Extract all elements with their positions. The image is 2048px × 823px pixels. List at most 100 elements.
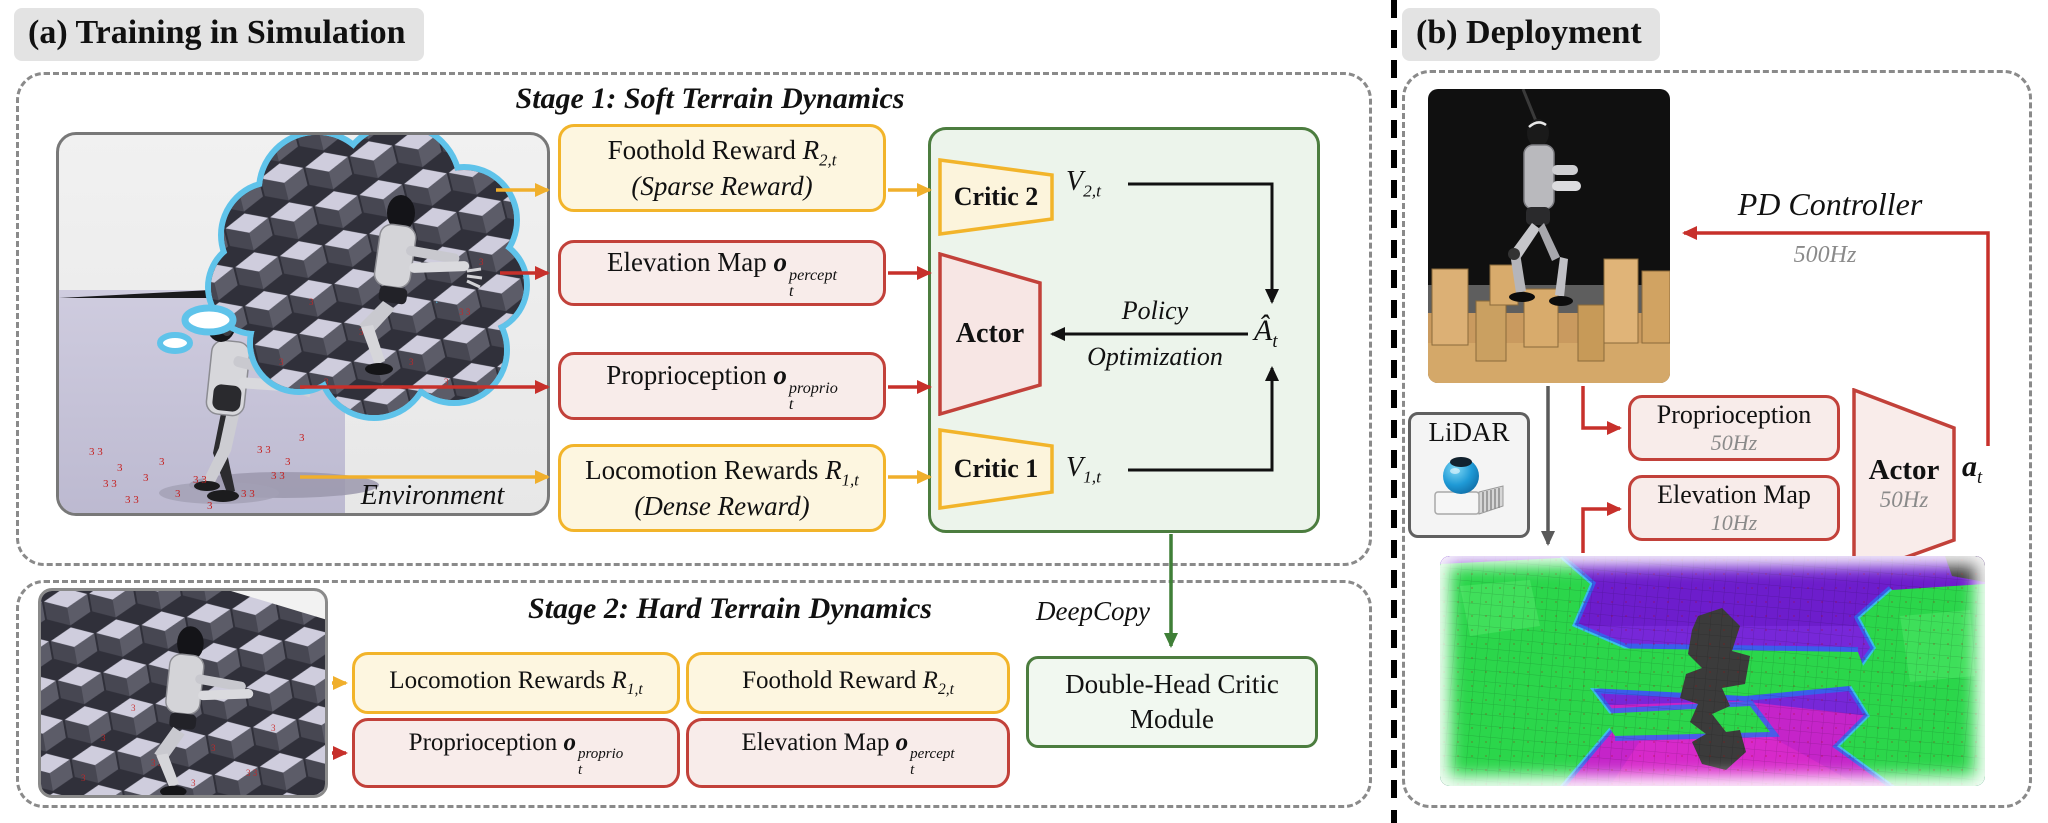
deepcopy-label: DeepCopy <box>1036 596 1150 626</box>
deploy-elevation-rate: 10Hz <box>1710 510 1758 536</box>
svg-text:3: 3 <box>285 456 291 468</box>
robot-photo-figure <box>1508 119 1581 306</box>
svg-text:3 3: 3 3 <box>459 307 471 317</box>
svg-text:3: 3 <box>444 377 449 387</box>
svg-text:3: 3 <box>279 357 284 367</box>
svg-text:3 3: 3 3 <box>151 758 163 768</box>
robot-in-bubble <box>359 195 483 375</box>
panel-a-header: (a) Training in Simulation <box>14 8 424 61</box>
svg-text:3 3: 3 3 <box>125 494 139 506</box>
lidar-label: LiDAR <box>1428 417 1510 447</box>
foothold-reward-box: Foothold Reward R2,t (Sparse Reward) <box>558 124 886 212</box>
stage2-locomotion-box: Locomotion Rewards R1,t <box>352 652 680 714</box>
critic1-shape <box>938 428 1054 510</box>
v2-value-label: V2,t <box>1066 166 1101 201</box>
svg-text:3 3: 3 3 <box>241 488 255 500</box>
svg-text:3 3: 3 3 <box>103 478 117 490</box>
advantage-label: Ât <box>1254 314 1278 352</box>
lidar-box: LiDAR <box>1408 412 1530 538</box>
svg-text:3 3: 3 3 <box>271 470 285 482</box>
actor-shape <box>938 252 1042 416</box>
bubble-puff-large <box>181 304 237 336</box>
svg-text:3 3: 3 3 <box>193 474 207 486</box>
deploy-proprioception-rate: 50Hz <box>1710 430 1758 456</box>
locomotion-rewards-box: Locomotion Rewards R1,t (Dense Reward) <box>558 444 886 532</box>
action-label: at <box>1962 450 1983 488</box>
svg-text:3: 3 <box>159 456 165 468</box>
v1-value-label: V1,t <box>1066 452 1101 487</box>
lidar-icon <box>1434 457 1504 515</box>
svg-text:3: 3 <box>324 377 329 387</box>
environment-label: Environment <box>360 480 505 511</box>
deployment-box <box>1402 70 2032 808</box>
deploy-actor-rate: 50Hz <box>1879 486 1929 512</box>
critic1-label: Critic 1 <box>953 454 1039 483</box>
svg-text:3: 3 <box>175 488 181 500</box>
stage2-locomotion-label: Locomotion Rewards R1,t <box>389 667 643 699</box>
policy-opt-line1: Policy <box>1121 296 1189 325</box>
deploy-actor-trapezoid: Actor 50Hz <box>1852 388 1956 578</box>
svg-text:3: 3 <box>309 297 314 307</box>
foothold-reward-note: (Sparse Reward) <box>631 171 813 202</box>
panel-divider <box>1391 0 1397 823</box>
critic2-trapezoid: Critic 2 <box>938 158 1054 236</box>
panel-b-header: (b) Deployment <box>1402 8 1660 61</box>
svg-text:3: 3 <box>211 743 216 753</box>
svg-text:3: 3 <box>131 703 136 713</box>
deploy-actor-labels: Actor 50Hz <box>1852 388 1956 578</box>
critic2-label: Critic 2 <box>953 182 1039 211</box>
locomotion-rewards-note: (Dense Reward) <box>634 491 810 522</box>
locomotion-rewards-label: Locomotion Rewards R1,t <box>585 454 859 489</box>
robot-photo <box>1428 89 1670 383</box>
svg-text:3: 3 <box>143 472 149 484</box>
stage2-foothold-box: Foothold Reward R2,t <box>686 652 1010 714</box>
svg-text:3: 3 <box>191 778 196 788</box>
robot-hard-terrain <box>154 626 254 795</box>
double-head-line2: Module <box>1130 704 1214 734</box>
deploy-elevation-box: Elevation Map 10Hz <box>1628 475 1840 541</box>
double-head-line1: Double-Head Critic <box>1065 668 1279 699</box>
stage1-title: Stage 1: Soft Terrain Dynamics <box>515 82 905 115</box>
thought-bubble: 33 33 33 33 33 <box>157 135 530 421</box>
deploy-actor-label: Actor <box>1868 453 1940 486</box>
svg-text:3 3: 3 3 <box>257 444 271 456</box>
actor-label: Actor <box>955 318 1025 349</box>
pd-controller-label: PD Controller <box>1737 186 1923 222</box>
critic1-trapezoid: Critic 1 <box>938 428 1054 510</box>
svg-text:3: 3 <box>479 257 484 267</box>
deploy-proprioception-box: Proprioception 50Hz <box>1628 395 1840 461</box>
stage2-box <box>16 580 1372 808</box>
svg-text:3 3: 3 3 <box>246 768 258 778</box>
pd-rate-label: 500Hz <box>1793 242 1857 268</box>
foothold-reward-label: Foothold Reward R2,t <box>607 134 837 169</box>
stage2-title: Stage 2: Hard Terrain Dynamics <box>528 592 932 625</box>
double-head-critic-box: Double-Head Critic Module <box>1026 656 1318 748</box>
svg-text:3: 3 <box>409 357 414 367</box>
bubble-puff-small <box>157 332 193 354</box>
stage1-box <box>16 72 1372 566</box>
critic2-shape <box>938 158 1054 236</box>
elevation-map-visualization <box>1440 556 1985 786</box>
svg-text:3: 3 <box>271 723 276 733</box>
stage2-foothold-label: Foothold Reward R2,t <box>742 667 954 699</box>
svg-text:3 3: 3 3 <box>89 446 103 458</box>
svg-text:3: 3 <box>207 500 213 512</box>
deploy-elevation-label: Elevation Map <box>1657 480 1811 510</box>
deploy-proprioception-label: Proprioception <box>1656 400 1812 430</box>
svg-text:3: 3 <box>299 432 305 444</box>
svg-text:3: 3 <box>81 773 86 783</box>
policy-opt-line2: Optimization <box>1087 342 1223 371</box>
svg-text:3: 3 <box>117 462 123 474</box>
